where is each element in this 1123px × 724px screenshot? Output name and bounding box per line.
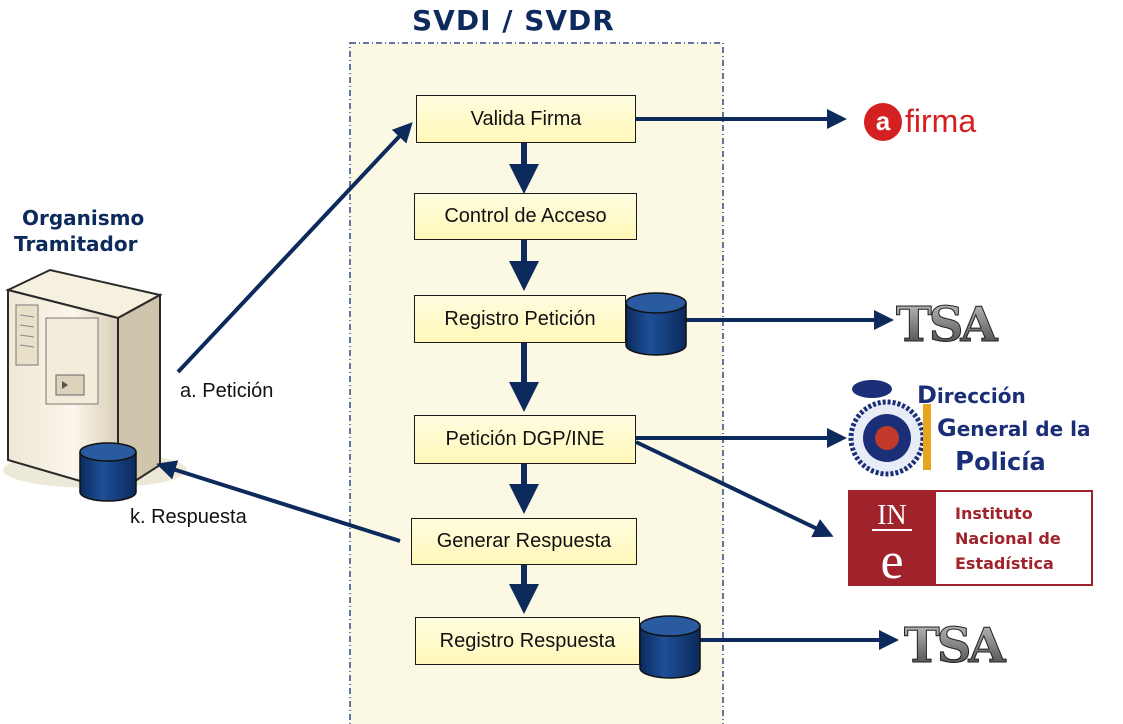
svg-text:TSA: TSA — [896, 297, 998, 353]
svg-text:IN: IN — [877, 500, 907, 531]
svg-text:Policía: Policía — [955, 447, 1046, 477]
svg-text:e: e — [880, 533, 903, 590]
organismo-title: Organismo Tramitador — [14, 205, 174, 257]
step-valida-firma: Valida Firma — [416, 95, 636, 143]
step-registro-respuesta: Registro Respuesta — [415, 617, 640, 665]
police-shield-icon — [848, 380, 931, 477]
svg-text:Nacional de: Nacional de — [955, 529, 1061, 548]
database-icon — [79, 442, 137, 502]
step-peticion-dgp-ine: Petición DGP/INE — [414, 415, 636, 464]
svg-text:Estadística: Estadística — [955, 554, 1054, 573]
svg-text:TSA: TSA — [904, 618, 1006, 674]
step-generar-respuesta: Generar Respuesta — [411, 518, 637, 565]
server-icon — [3, 268, 187, 494]
organismo-line1: Organismo — [22, 206, 145, 230]
tsa-logo: TSA — [896, 297, 1002, 354]
afirma-logo: a firma — [864, 103, 976, 141]
diagram-title: SVDI / SVDR — [412, 4, 615, 37]
svg-text:a: a — [876, 106, 891, 136]
dgp-logo: Dirección General de la Policía — [917, 381, 1090, 477]
svg-text:Instituto: Instituto — [955, 504, 1033, 523]
svg-text:General de la: General de la — [937, 414, 1090, 442]
organismo-line2: Tramitador — [14, 232, 138, 256]
step-control-acceso: Control de Acceso — [414, 193, 637, 240]
step-registro-peticion: Registro Petición — [414, 295, 626, 343]
database-icon — [625, 292, 687, 356]
label-respuesta: k. Respuesta — [130, 506, 247, 528]
svg-text:firma: firma — [905, 103, 976, 139]
database-icon — [639, 615, 701, 679]
ine-logo: IN e Instituto Nacional de Estadística — [848, 490, 1093, 590]
tsa-logo: TSA — [904, 618, 1010, 675]
label-peticion: a. Petición — [180, 380, 274, 402]
connector-arrows — [156, 109, 899, 650]
svg-text:Dirección: Dirección — [917, 381, 1026, 409]
